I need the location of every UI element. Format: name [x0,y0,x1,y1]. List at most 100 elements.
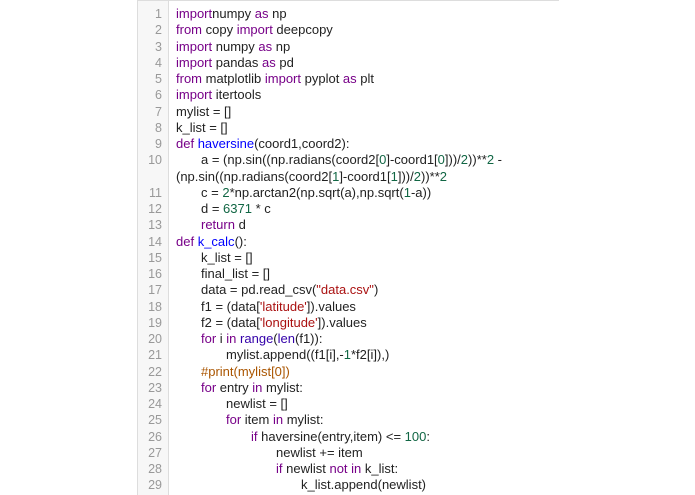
token-text: numpy [212,6,255,21]
token-text: ]-coord1[ [339,168,391,184]
line-number: 24 [148,397,162,411]
line-number: 20 [148,332,162,346]
line-number: 10 [148,153,162,168]
code-text: k_list.append(newlist) [301,477,426,493]
line-number: 27 [148,445,162,460]
code-text: importnumpy as np [176,6,287,22]
code-text: from matplotlib import pyplot as plt [176,71,374,87]
token-string: 'latitude' [259,298,307,314]
token-keyword: in [226,331,237,346]
line-number: 3 [155,39,162,54]
token-text: ]).values [306,298,356,314]
code-line[interactable]: 16 final_list = [] [138,266,559,282]
token-number: 1 [332,168,340,184]
code-text: c = 2*np.arctan2(np.sqrt(a),np.sqrt(1-a)… [201,185,431,201]
token-text: k_list.append(newlist) [301,477,427,493]
token-keyword: for [201,379,217,395]
token-text: item [241,412,273,428]
line-number: 22 [148,364,162,379]
token-text: newlist = [] [226,396,288,411]
code-line[interactable]: 15 k_list = [] [138,250,559,266]
code-text: final_list = [] [201,266,270,282]
token-text: ]-coord1[ [386,152,438,168]
token-keyword: import [176,54,213,70]
code-text: d = 6371 * c [201,201,271,217]
line-number: 16 [148,267,162,281]
token-text: d = [201,201,224,216]
code-line[interactable]: 27 newlist += item [138,445,559,461]
code-line[interactable]: 22 #print(mylist[0]) [138,364,559,380]
line-number: 21 [148,348,162,363]
code-line[interactable]: (np.sin((np.radians(coord2[1]-coord1[1])… [138,169,559,185]
token-text: ]))/ [397,168,414,184]
token-text: mylist = [] [176,103,232,119]
token-keyword: import [176,38,213,54]
token-keyword: from [176,22,202,38]
code-text: data = pd.read_csv("data.csv") [201,282,378,298]
line-number: 29 [148,478,162,493]
token-text: entry [216,379,253,395]
token-text: c = [201,184,223,200]
line-number: 9 [155,137,162,151]
token-keyword: import [176,6,213,21]
code-text: newlist = [] [226,396,288,412]
token-comment: #print(mylist[0]) [201,363,290,379]
code-line[interactable]: 1 importnumpy as np [138,6,559,22]
code-text: k_list = [] [201,250,253,266]
token-string: 'longitude' [259,314,318,330]
line-number: 18 [148,299,162,314]
token-function-name: haversine [197,136,255,151]
line-number: 15 [148,250,162,265]
code-line[interactable]: 9 def haversine(coord1,coord2): [138,136,559,152]
token-keyword: for [226,412,242,428]
code-line[interactable]: 24 newlist = [] [138,396,559,412]
code-text: def haversine(coord1,coord2): [176,136,349,152]
token-text: (): [234,233,247,249]
token-text: mylist: [283,412,324,428]
token-keyword: as [258,38,273,54]
token-text: i [216,331,227,346]
token-number: 2 [222,184,230,200]
token-keyword: as [254,6,269,21]
code-text: newlist += item [276,445,363,461]
token-text: a = (np.sin((np.radians(coord2[ [201,152,380,168]
line-number: 2 [155,23,162,38]
token-text: *f2[i]),) [351,347,390,363]
code-text: return d [201,217,246,233]
line-number: 1 [155,7,162,21]
line-number: 23 [148,380,162,395]
code-line[interactable]: 10 a = (np.sin((np.radians(coord2[ 0]-coor… [138,152,559,168]
code-text: import pandas as pd [176,55,294,71]
line-number: 19 [148,315,162,330]
token-text: (coord1,coord2): [254,136,350,151]
token-text: ))** [468,152,487,168]
token-keyword: in [351,461,362,476]
code-line[interactable]: 29 k_list.append(newlist) [138,477,559,493]
code-text: import itertools [176,87,261,103]
token-keyword: import [176,87,213,103]
token-text: plt [356,71,374,86]
token-number: 0 [437,152,445,168]
